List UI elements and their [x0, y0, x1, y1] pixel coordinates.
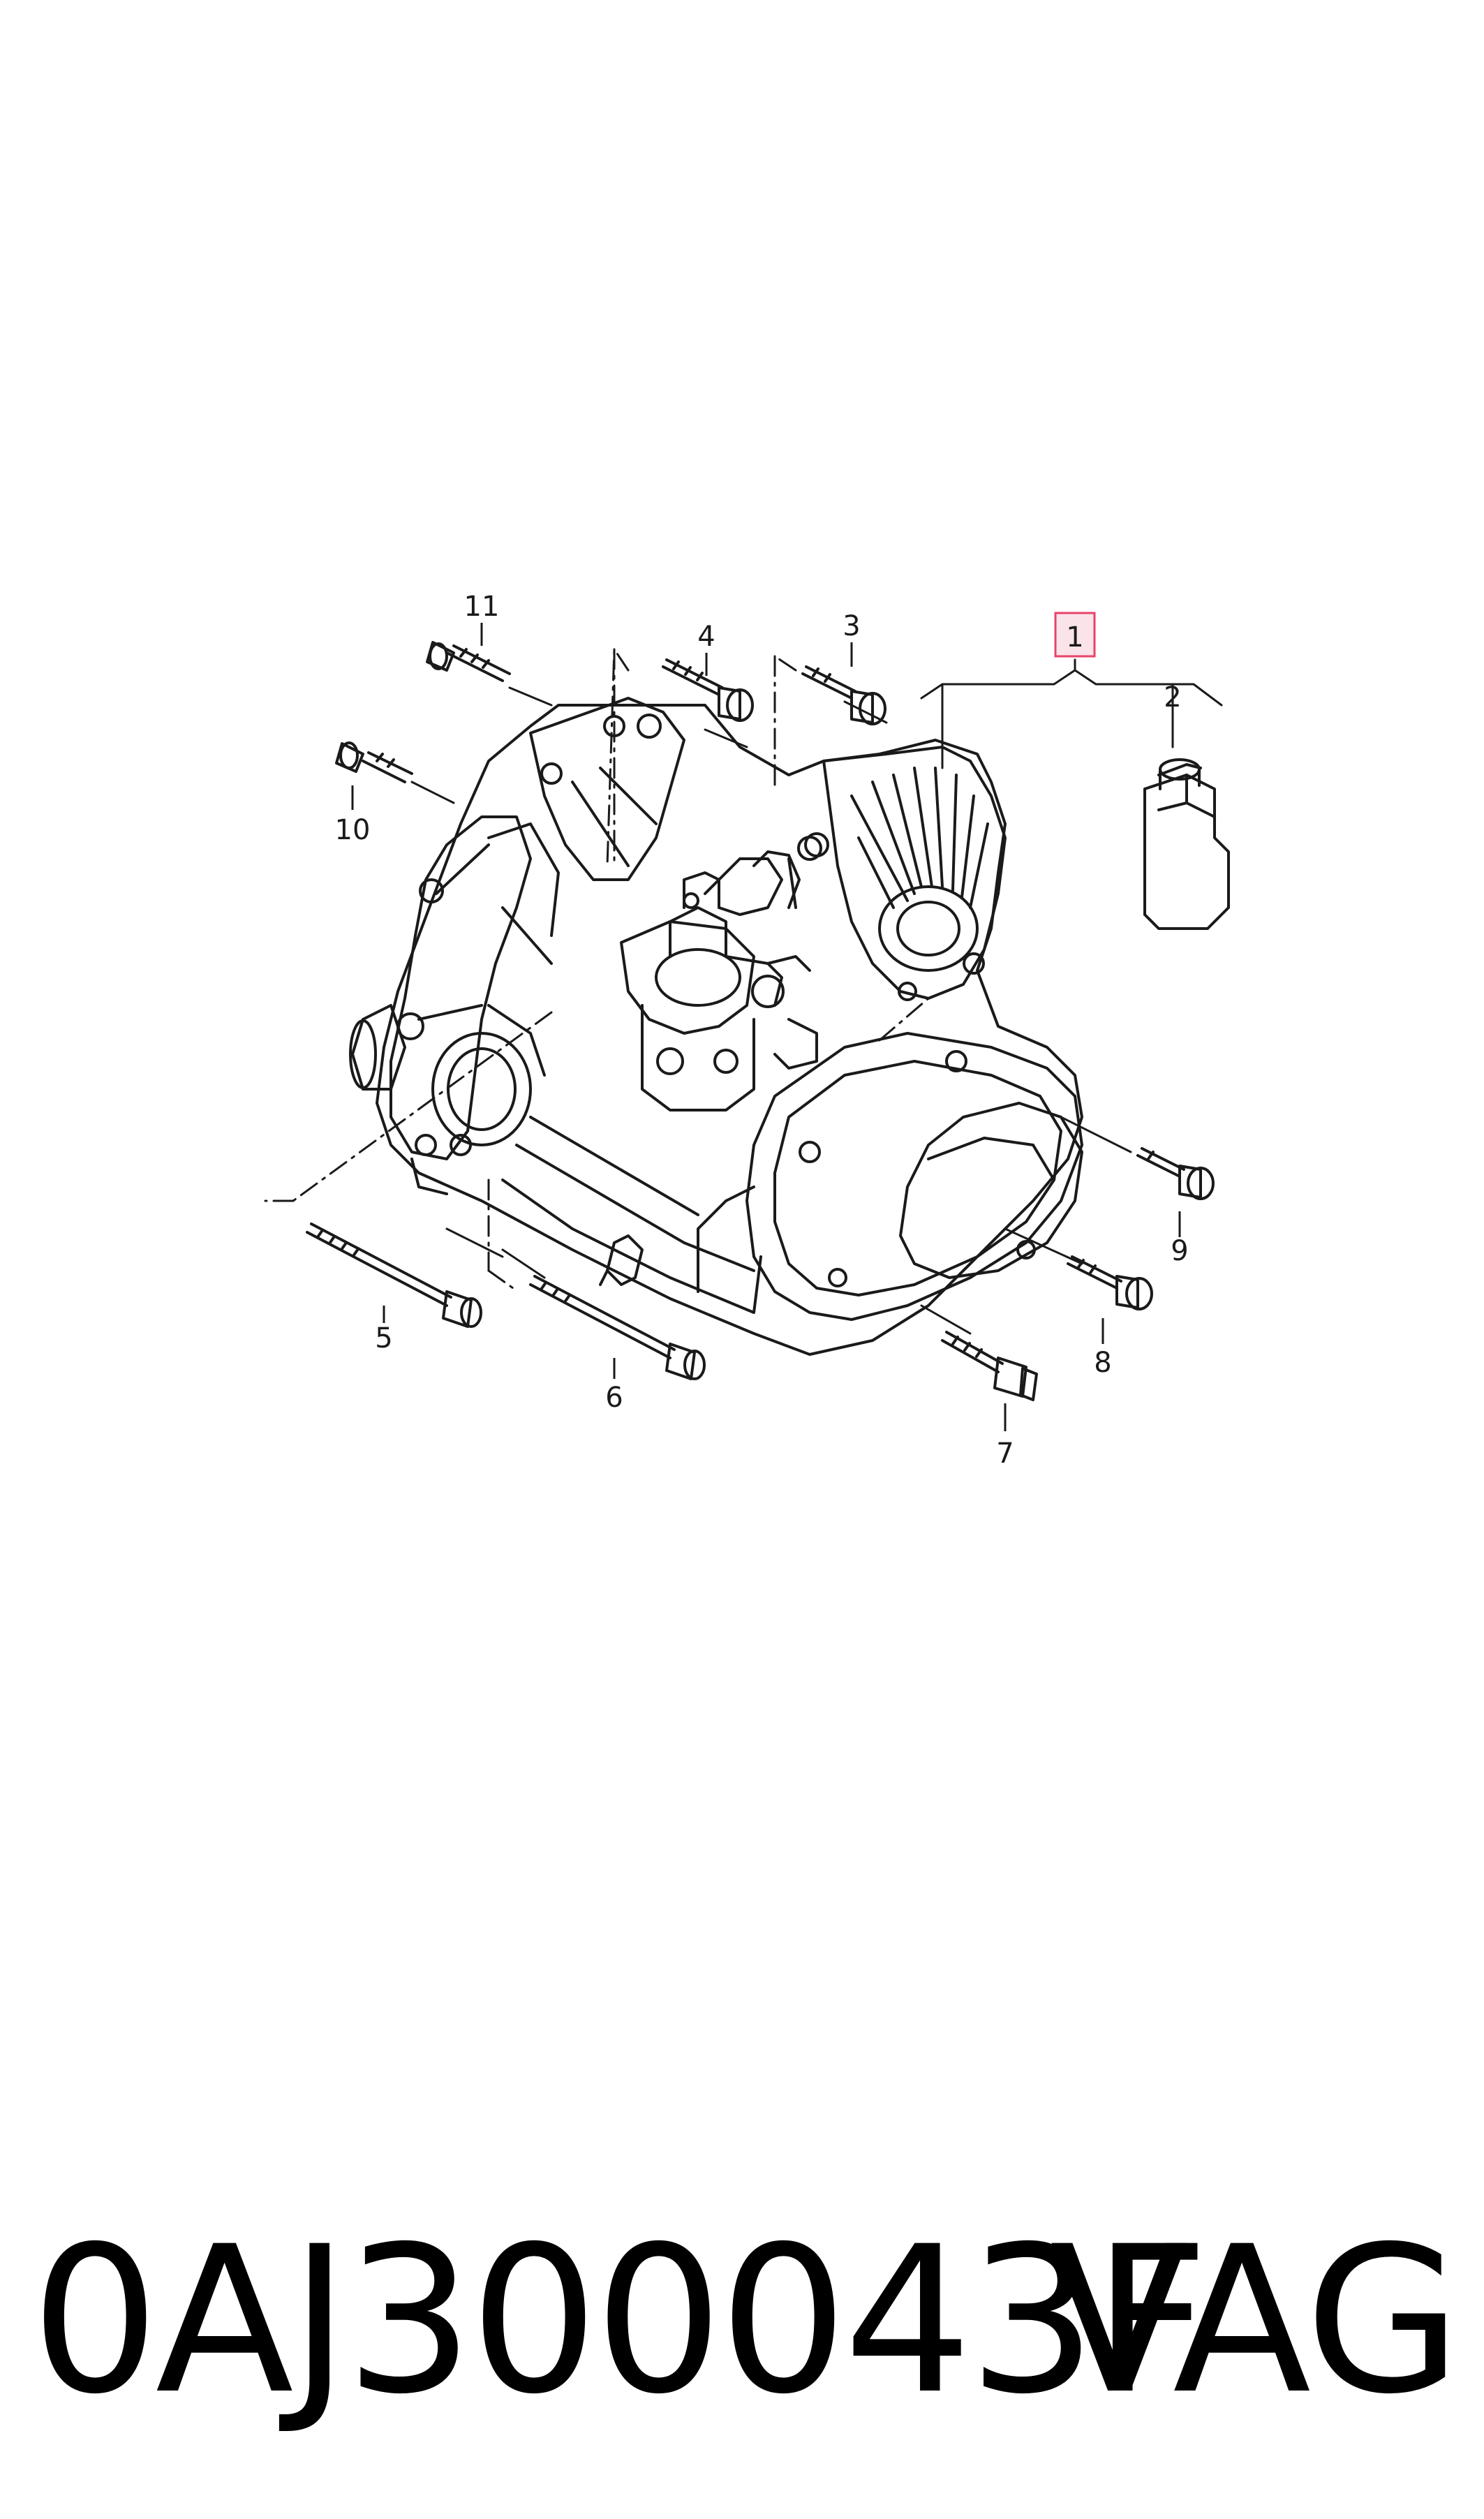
callout-8[interactable]: 8	[1094, 1347, 1111, 1379]
bolt-6	[529, 1275, 706, 1380]
bolt-5	[306, 1222, 482, 1328]
brand-name: VAG	[1050, 2203, 1462, 2439]
leader-lines	[410, 686, 1132, 1335]
bolt-9	[1136, 1147, 1215, 1200]
callout-1-highlight-box	[1054, 612, 1096, 658]
callout-11[interactable]: 11	[464, 591, 500, 623]
callout-labels: 1 2 3 4 5 6 7 8 9 10 11	[335, 591, 1189, 1470]
bolt-11	[426, 641, 511, 682]
bolt-8	[1067, 1255, 1153, 1310]
gearbox-housing	[349, 697, 1083, 1356]
oil-bottle	[1143, 758, 1230, 930]
callout-6[interactable]: 6	[605, 1382, 623, 1414]
bolt-7	[941, 1331, 1038, 1401]
part-number: 0AJ300043F	[31, 2203, 1209, 2439]
callout-3[interactable]: 3	[843, 610, 860, 642]
bolt-3	[801, 665, 886, 725]
assembly-lines	[264, 648, 930, 1290]
callout-9[interactable]: 9	[1171, 1235, 1188, 1267]
callout-1[interactable]: 1	[1066, 621, 1083, 653]
footer: 0AJ300043F VAG	[0, 2199, 1484, 2492]
callout-2[interactable]: 2	[1164, 681, 1181, 714]
bolt-4	[662, 658, 754, 722]
bolt-10	[335, 741, 413, 783]
callout-5[interactable]: 5	[375, 1322, 392, 1354]
callout-7[interactable]: 7	[996, 1438, 1014, 1470]
callout-10[interactable]: 10	[335, 814, 371, 846]
callout-4[interactable]: 4	[697, 621, 715, 653]
